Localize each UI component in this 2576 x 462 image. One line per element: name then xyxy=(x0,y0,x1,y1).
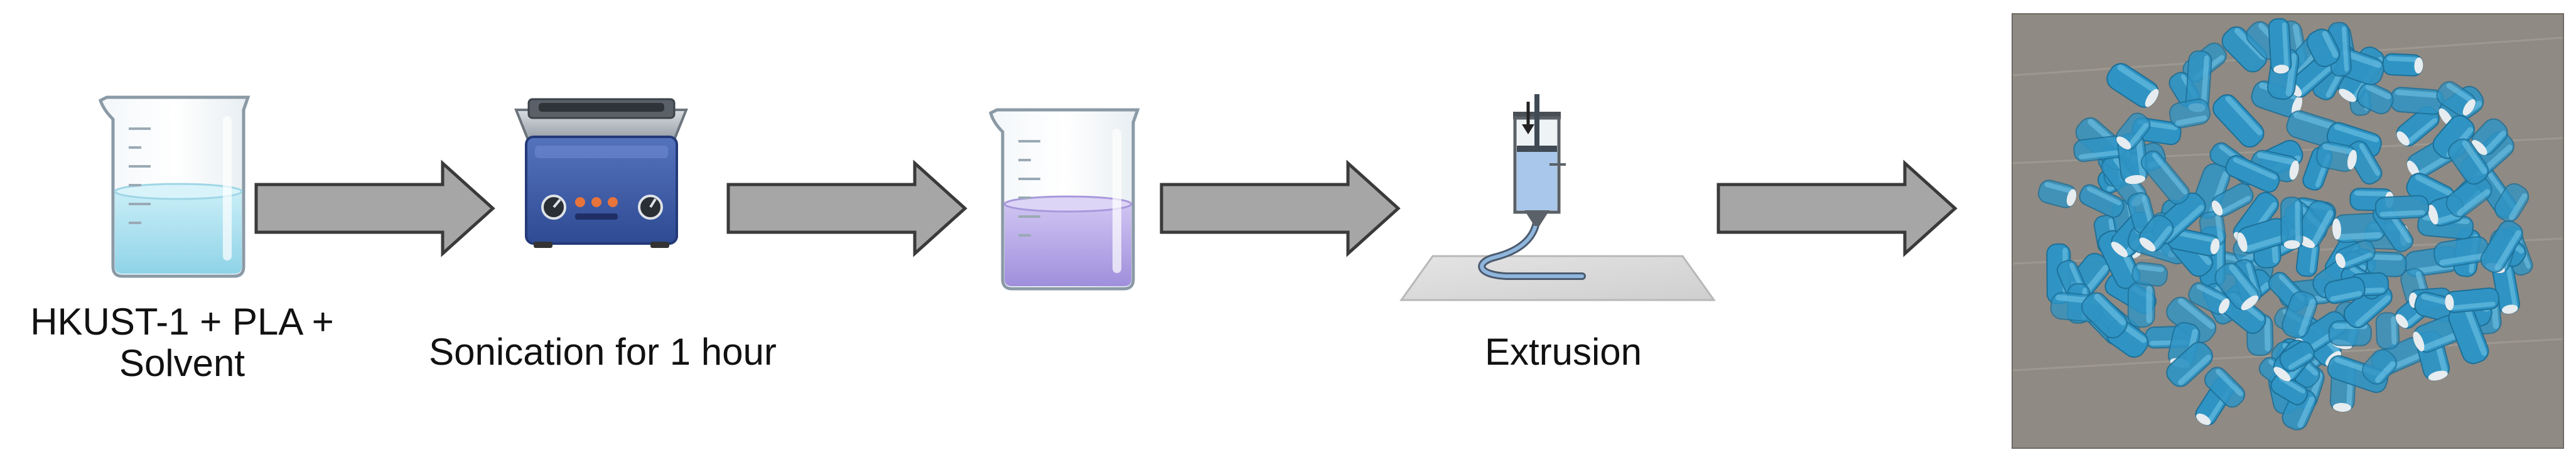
pellet xyxy=(2073,135,2128,163)
process-arrow-1 xyxy=(254,159,495,257)
pellet xyxy=(2444,287,2500,313)
step-2-label: Sonication for 1 hour xyxy=(429,331,777,373)
pellet xyxy=(2214,262,2259,311)
pellet xyxy=(2037,180,2077,208)
pellets-photo xyxy=(2012,14,2563,448)
pellet xyxy=(2204,367,2246,408)
pellet xyxy=(2390,87,2445,115)
pellet xyxy=(2212,94,2265,148)
pellet xyxy=(2167,227,2220,257)
pellet xyxy=(2268,18,2292,74)
ultrasonic-bath-icon xyxy=(514,98,688,248)
pellet xyxy=(2131,262,2169,287)
pellet xyxy=(2366,251,2407,277)
pellet xyxy=(2324,276,2366,304)
pellet xyxy=(2106,63,2159,108)
pellet xyxy=(2471,118,2508,156)
pellet xyxy=(2335,240,2376,270)
pellet xyxy=(2315,141,2358,172)
process-arrow-4 xyxy=(1716,159,1958,257)
process-arrow-3 xyxy=(1160,159,1401,257)
pellet xyxy=(2079,184,2125,218)
pellet xyxy=(2436,81,2476,117)
pellet xyxy=(2140,150,2190,205)
pellet xyxy=(2494,183,2530,222)
pellet xyxy=(2188,282,2230,315)
pellet xyxy=(2280,196,2304,249)
pellet xyxy=(2225,155,2280,193)
pellet xyxy=(2166,341,2213,387)
step-1-label-line-1: HKUST-1 + PLA + xyxy=(30,301,334,343)
pellet xyxy=(2282,291,2318,339)
pellet xyxy=(2356,82,2394,115)
pellet xyxy=(2480,220,2523,273)
pellet xyxy=(2396,106,2440,147)
step-1-label: HKUST-1 + PLA + Solvent xyxy=(6,301,358,384)
syringe-extruder-icon xyxy=(1399,94,1716,301)
pellet xyxy=(2138,215,2174,252)
pellet xyxy=(2127,281,2155,328)
pellet xyxy=(2448,138,2489,185)
pellet xyxy=(2211,183,2254,217)
pellet xyxy=(2081,292,2128,339)
step-1-label-line-2: Solvent xyxy=(119,342,245,384)
pellet xyxy=(2375,312,2400,350)
pellet xyxy=(2382,53,2423,77)
pellet xyxy=(2169,99,2211,129)
solvent-beaker-icon xyxy=(98,95,251,278)
pellet xyxy=(2374,195,2430,220)
step-4-label: Extrusion xyxy=(1484,331,1642,373)
pellet xyxy=(2445,175,2492,218)
pellet xyxy=(2115,112,2151,150)
pellet xyxy=(2362,348,2398,385)
process-arrow-2 xyxy=(726,159,967,257)
mixture-beaker-icon xyxy=(989,108,1140,291)
pellet xyxy=(2413,314,2463,353)
pellet xyxy=(2306,28,2341,67)
pellet xyxy=(2279,341,2315,372)
